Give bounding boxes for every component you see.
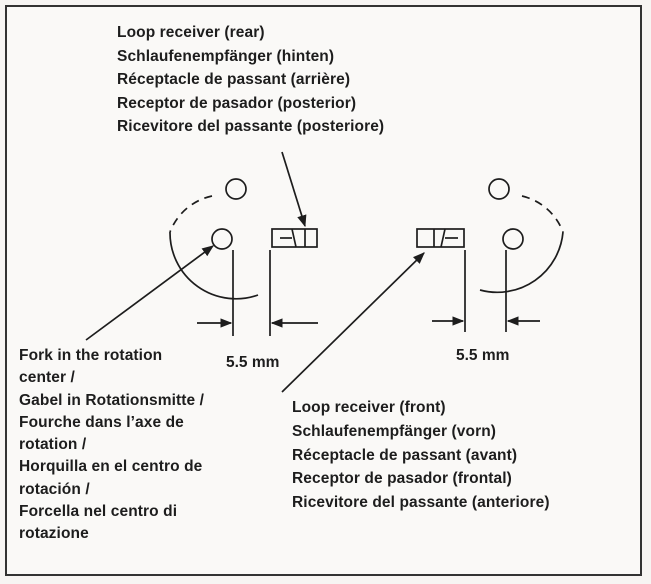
loop-receiver-front-label: Loop receiver (front) Schlaufenempfänger… xyxy=(292,396,550,515)
label-line: Forcella nel centro di xyxy=(19,503,178,521)
label-line: Schlaufenempfänger (hinten) xyxy=(117,47,335,65)
label-line: Horquilla en el centro de xyxy=(19,458,203,476)
right-rotation-arc-dashed xyxy=(521,195,564,233)
label-line: Ricevitore del passante (posteriore) xyxy=(117,118,385,135)
left-top-pin xyxy=(225,178,247,200)
loop-receiver-rear-label: Loop receiver (rear) Schlaufenempfänger … xyxy=(117,21,384,139)
fork-rotation-center-label: Fork in the rotation center / Gabel in R… xyxy=(19,345,204,546)
right-rotation-arc xyxy=(479,231,564,294)
label-line: Gabel in Rotationsmitte / xyxy=(19,391,205,409)
label-line: Schlaufenempfänger (vorn) xyxy=(292,422,497,440)
label-line: Loop receiver (front) xyxy=(292,399,446,416)
label-line: rotación / xyxy=(19,480,90,498)
left-rotation-arc xyxy=(169,231,259,300)
rear-leader xyxy=(281,151,307,228)
label-line: Loop receiver (rear) xyxy=(117,24,265,41)
figure-frame xyxy=(5,5,642,576)
label-line: Receptor de pasador (posterior) xyxy=(117,94,357,112)
label-line: center / xyxy=(19,369,75,387)
right-top-pin xyxy=(488,178,510,200)
left-rotation-arc-dashed xyxy=(169,195,213,233)
left-loop-receiver xyxy=(271,228,318,248)
label-line: Réceptacle de passant (arrière) xyxy=(117,71,351,88)
label-line: Réceptacle de passant (avant) xyxy=(292,446,518,464)
left-fork-pin xyxy=(211,228,233,250)
right-loop-receiver xyxy=(416,228,465,248)
label-line: Fork in the rotation xyxy=(19,347,163,364)
right-fork-pin xyxy=(502,228,524,250)
fork-leader xyxy=(85,245,214,341)
right-dimension-label: 5.5 mm xyxy=(456,347,510,364)
label-line: Receptor de pasador (frontal) xyxy=(292,470,512,488)
front-leader xyxy=(281,252,425,393)
label-line: rotazione xyxy=(19,525,89,543)
label-line: Ricevitore del passante (anteriore) xyxy=(292,494,550,512)
label-line: Fourche dans l’axe de xyxy=(19,413,184,431)
label-line: rotation / xyxy=(19,436,87,454)
left-dimension-label: 5.5 mm xyxy=(226,354,280,371)
